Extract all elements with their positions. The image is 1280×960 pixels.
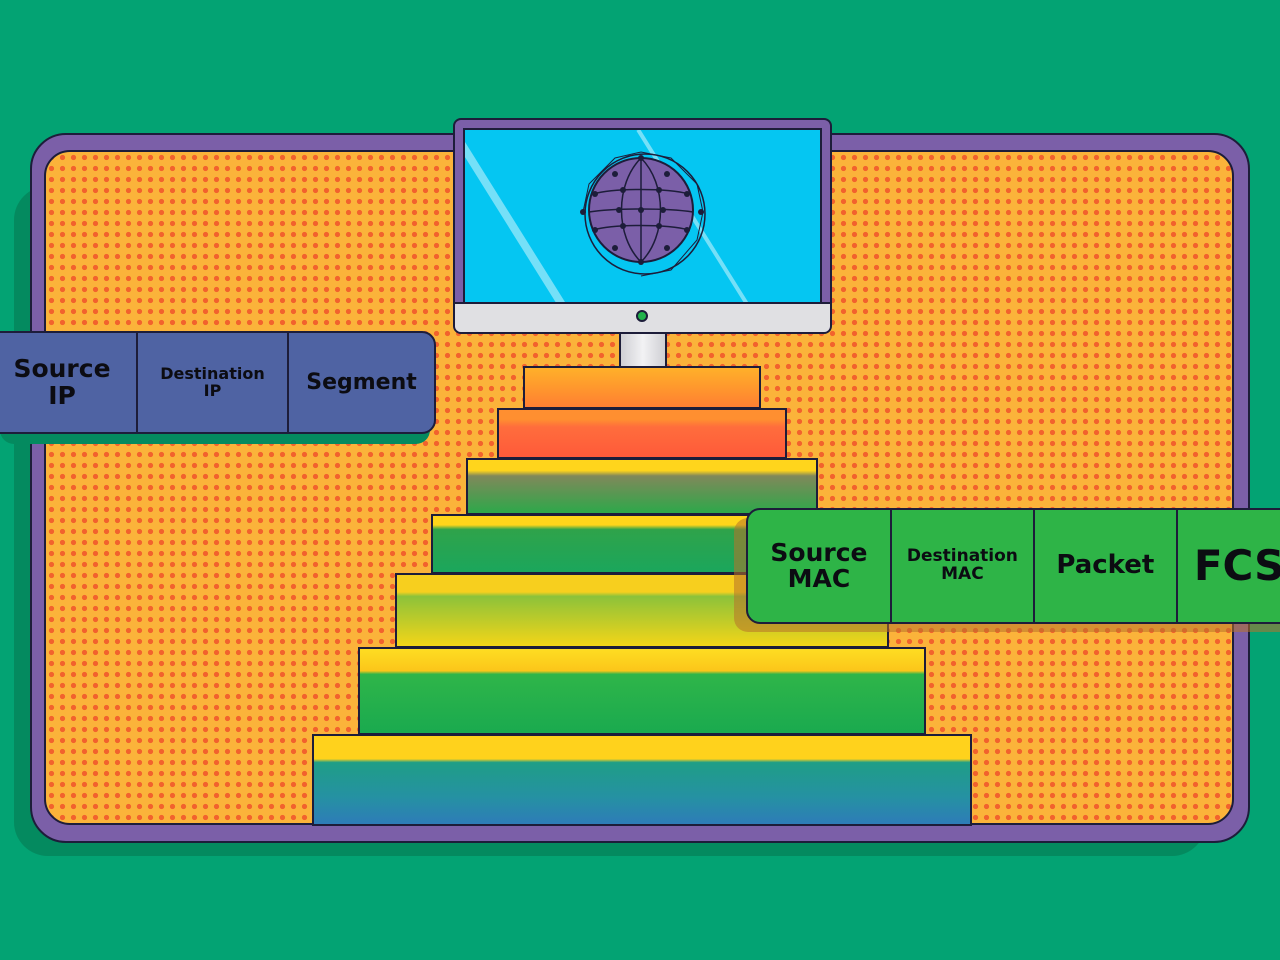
source-ip-field: Source IP: [0, 333, 138, 432]
globe-network-icon: [580, 151, 706, 277]
monitor-chin: [455, 302, 830, 332]
destination-ip-field: Destination IP: [138, 333, 289, 432]
stair-step-5: [466, 458, 818, 515]
monitor-stand: [619, 333, 667, 368]
power-led-icon: [636, 310, 648, 322]
destination-mac-field: Destination MAC: [892, 510, 1035, 622]
stair-step-7: [523, 366, 761, 409]
fcs-field: FCS: [1193, 540, 1280, 590]
screen-glare: [465, 130, 582, 304]
stair-step-1: [312, 734, 972, 826]
stair-step-2: [358, 647, 926, 735]
segment-field: Segment: [306, 369, 417, 395]
source-mac-field: Source MAC: [748, 510, 892, 622]
stair-step-6: [497, 408, 787, 459]
ip-packet: Source IP Destination IP Segment: [0, 331, 436, 434]
ethernet-frame: Source MAC Destination MAC Packet FCS: [746, 508, 1280, 624]
monitor-screen: [463, 128, 822, 306]
monitor-icon: [453, 118, 832, 334]
packet-field: Packet: [1035, 510, 1178, 622]
